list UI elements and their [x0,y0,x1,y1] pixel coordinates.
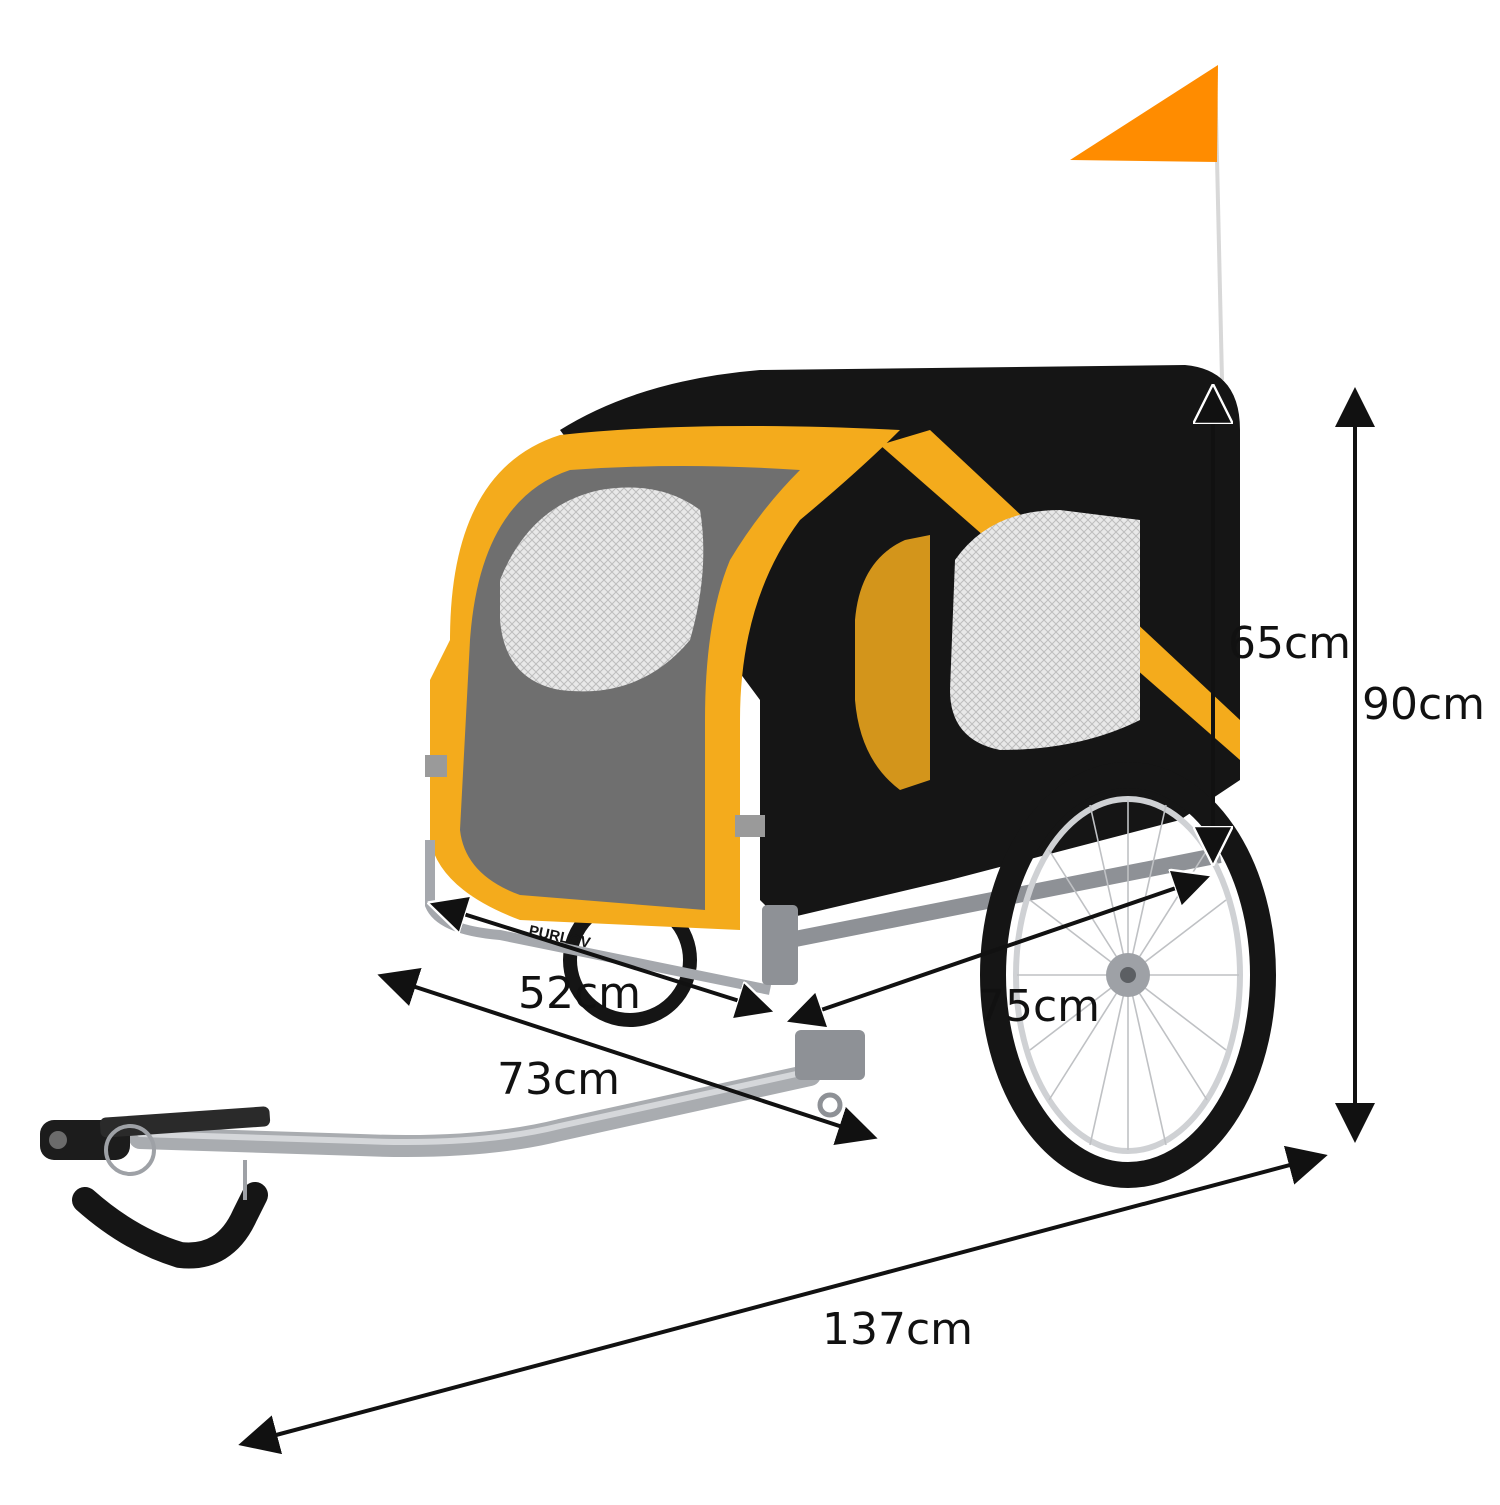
safety-flag [1070,65,1224,381]
flag-pennant [1070,65,1218,162]
safety-strap [72,1182,268,1269]
label-total-length: 137cm [822,1304,974,1355]
label-cabin-width: 52cm [518,968,642,1019]
arrow-wheelbase-width [377,967,878,1146]
arrow-total-length [238,1145,1328,1455]
bike-coupling [40,1106,271,1269]
trailer-body: PURLOV [425,365,1240,995]
label-cabin-length: 75cm [977,981,1101,1032]
right-wheel [980,762,1276,1188]
label-wheelbase-width: 73cm [497,1054,621,1105]
label-total-height: 90cm [1362,679,1486,730]
label-cabin-height: 65cm [1228,618,1352,669]
reflector [735,815,765,837]
reflector [425,755,447,777]
hitch-bracket [795,1030,865,1080]
dimension-arrows [238,392,1375,1455]
